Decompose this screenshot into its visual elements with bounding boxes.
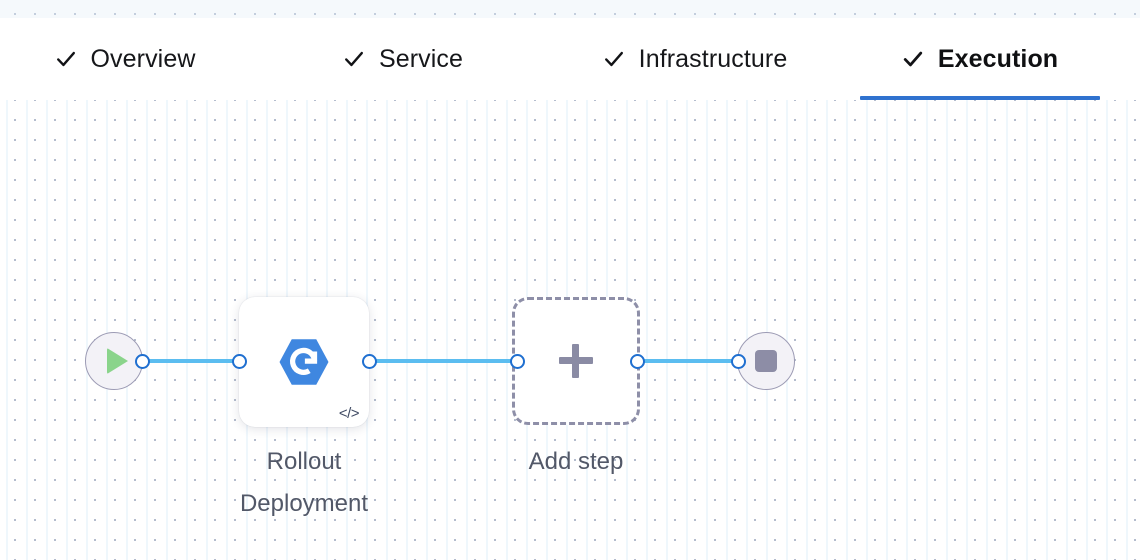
- add-step-input-port[interactable]: [510, 354, 525, 369]
- check-icon: [55, 48, 77, 70]
- edge-rollout-to-add-step[interactable]: [368, 359, 520, 363]
- add-step-output-port[interactable]: [630, 354, 645, 369]
- rollout-node-input-port[interactable]: [232, 354, 247, 369]
- tab-execution[interactable]: Execution: [860, 18, 1100, 100]
- pipeline-tabbar: Overview Service Infrastructure: [0, 18, 1140, 100]
- tab-service-label: Service: [378, 45, 464, 73]
- tab-infrastructure[interactable]: Infrastructure: [550, 18, 840, 100]
- edge-add-step-to-end[interactable]: [634, 359, 742, 363]
- tab-overview[interactable]: Overview: [10, 18, 240, 100]
- active-tab-underline: [860, 96, 1100, 100]
- rollout-deployment-icon: [276, 334, 332, 390]
- check-icon: [603, 48, 625, 70]
- start-node[interactable]: [85, 332, 143, 390]
- tab-execution-label: Execution: [937, 45, 1059, 73]
- rollout-node-output-port[interactable]: [362, 354, 377, 369]
- end-node[interactable]: [737, 332, 795, 390]
- add-step-node[interactable]: [512, 297, 640, 425]
- tab-infrastructure-label: Infrastructure: [638, 45, 788, 73]
- edge-start-to-rollout[interactable]: [142, 359, 246, 363]
- end-node-input-port[interactable]: [731, 354, 746, 369]
- code-icon: </>: [338, 405, 360, 422]
- step-node-rollout-deployment[interactable]: </>: [239, 297, 369, 427]
- tab-overview-label: Overview: [90, 45, 196, 73]
- start-node-output-port[interactable]: [135, 354, 150, 369]
- check-icon: [343, 48, 365, 70]
- play-icon: [107, 348, 128, 374]
- tab-service[interactable]: Service: [303, 18, 503, 100]
- node-label-rollout-deployment: Rollout Deployment: [239, 448, 369, 517]
- node-label-add-step: Add step: [528, 448, 624, 475]
- canvas-top-edge: [0, 0, 1140, 18]
- check-icon: [902, 48, 924, 70]
- stop-icon: [755, 350, 777, 372]
- plus-icon: [559, 344, 593, 378]
